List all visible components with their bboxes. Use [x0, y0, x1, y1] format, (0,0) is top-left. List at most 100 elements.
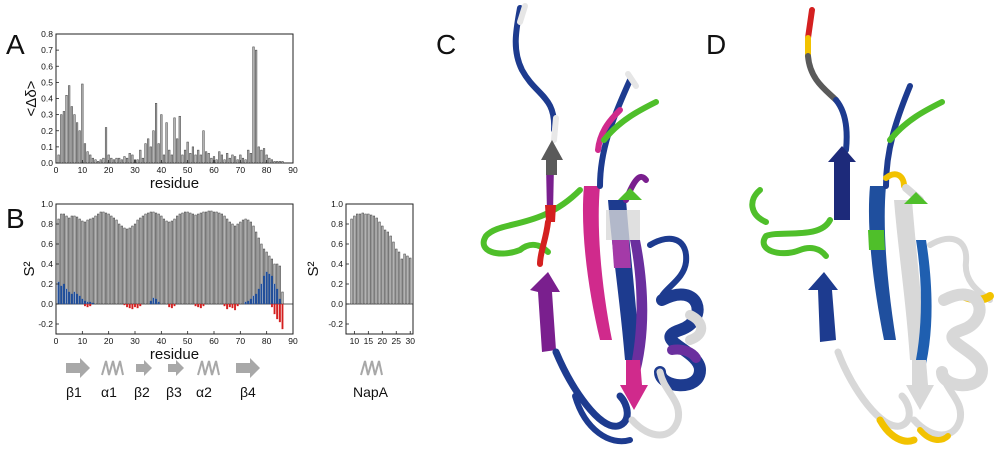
ss-label-beta2: β2	[134, 384, 150, 400]
beta-arrow-top	[541, 140, 563, 175]
bar	[147, 138, 150, 164]
y-axis-title: S²	[305, 261, 322, 276]
bar	[367, 213, 370, 305]
x-tick-label: 40	[157, 336, 167, 346]
white-sheet	[606, 210, 640, 240]
bar	[228, 221, 231, 305]
bottom-loop-d	[834, 348, 913, 430]
y-tick-label: 1.0	[331, 199, 343, 209]
bar	[257, 146, 260, 164]
bar	[60, 114, 63, 164]
bar	[244, 159, 247, 164]
bar	[270, 159, 273, 164]
bar-red	[236, 303, 239, 307]
bar	[126, 157, 129, 164]
bar-red	[202, 303, 205, 307]
x-tick-label: 10	[78, 336, 88, 346]
bar	[176, 138, 179, 164]
bar	[139, 217, 142, 305]
bar	[178, 213, 181, 305]
bar	[241, 157, 245, 164]
bottom-loop-c-2	[628, 368, 683, 439]
bar	[99, 211, 102, 305]
bar	[155, 103, 158, 164]
bar	[234, 156, 237, 164]
bar	[118, 157, 121, 164]
y-tick-label: 0.6	[331, 239, 343, 249]
bar	[91, 217, 94, 305]
bar	[86, 219, 89, 305]
bar	[78, 218, 81, 305]
secondary-structure-legend: β1 α1 β2 β3 α2 β4 NapA	[66, 358, 389, 400]
y-tick-label: 0.8	[41, 29, 53, 39]
bar-red	[234, 303, 237, 311]
bar	[383, 229, 387, 305]
bar	[370, 214, 373, 305]
bar	[86, 151, 89, 164]
bar	[181, 154, 184, 164]
bar	[244, 218, 247, 305]
y-tick-label: 0.8	[331, 219, 343, 229]
bar-blue	[247, 300, 250, 305]
green-loop	[480, 187, 583, 257]
bar-blue	[86, 301, 89, 305]
y-axis-title: S²	[21, 261, 38, 276]
bar	[207, 210, 210, 305]
bar	[215, 211, 218, 305]
bar	[199, 154, 202, 164]
bar-blue	[78, 295, 81, 305]
bar-blue	[70, 293, 73, 305]
protein-ribbon-c	[480, 3, 707, 445]
bar-red	[276, 303, 279, 320]
bar	[231, 223, 234, 305]
bar-blue	[76, 293, 79, 305]
bar	[191, 146, 194, 164]
bar	[220, 213, 223, 305]
bar	[191, 213, 194, 305]
bar	[226, 153, 229, 164]
sheet-strand-d-1-green	[868, 230, 885, 250]
bar	[212, 211, 216, 305]
bar	[70, 215, 73, 305]
bar-red	[136, 303, 139, 309]
bar	[83, 143, 87, 164]
ss-label-beta4: β4	[240, 384, 256, 400]
bar	[89, 154, 92, 164]
bar	[207, 153, 210, 164]
bar-blue	[157, 301, 160, 305]
y-tick-label: 0.0	[41, 158, 53, 168]
bar	[350, 218, 353, 305]
bar	[210, 157, 213, 164]
bar-blue	[89, 301, 92, 305]
bar	[94, 215, 97, 305]
green-loop-d-2	[749, 187, 769, 225]
bar	[152, 211, 155, 305]
x-tick-label: 10	[78, 165, 88, 175]
y-tick-label: 0.0	[41, 299, 53, 309]
bar	[361, 212, 364, 305]
y-tick-label: 0.6	[41, 61, 53, 71]
bar	[157, 213, 160, 305]
helix-c-purple	[667, 344, 701, 363]
right-loop-d	[927, 235, 993, 303]
bottom-loop-c-3	[572, 393, 633, 445]
bar	[157, 143, 160, 164]
bottom-loop-d-yellow	[876, 416, 918, 445]
bar	[165, 220, 168, 305]
bar	[128, 227, 131, 305]
bar	[364, 213, 367, 305]
bar	[97, 213, 100, 305]
right-loop-c	[647, 235, 690, 303]
bar	[162, 218, 166, 305]
x-tick-label: 50	[183, 165, 193, 175]
panel-letter-b: B	[6, 203, 25, 234]
bar	[147, 212, 150, 305]
bar	[255, 49, 258, 164]
bar-blue	[149, 300, 152, 305]
bar	[62, 111, 65, 164]
bar	[273, 161, 276, 164]
bar-blue	[273, 283, 276, 305]
bar	[205, 151, 208, 164]
bar	[81, 220, 84, 305]
